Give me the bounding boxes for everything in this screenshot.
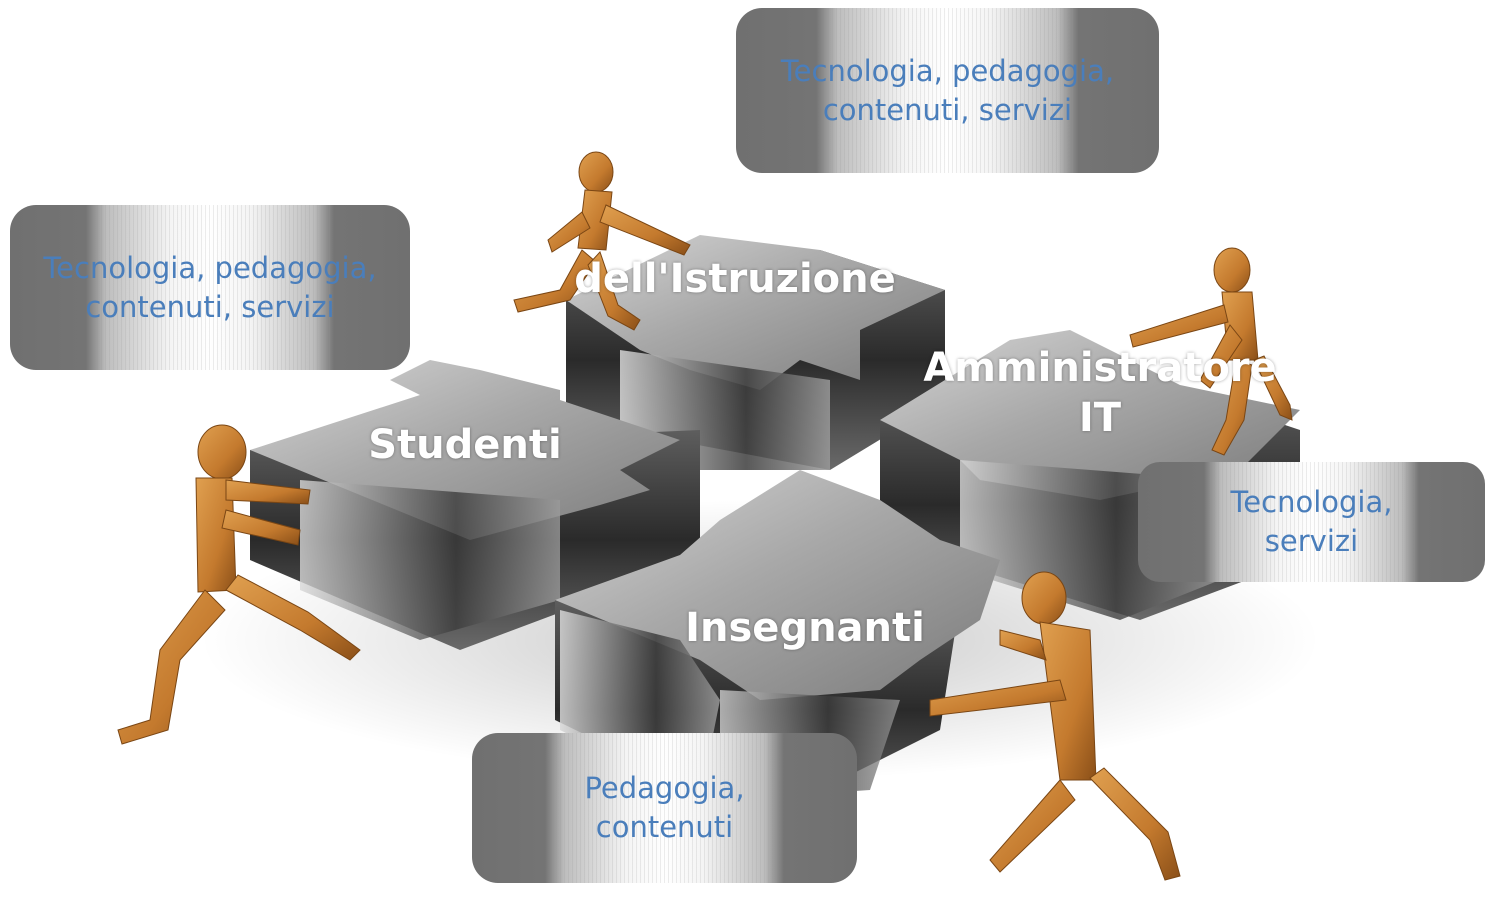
label-top-piece: dell'Istruzione: [574, 256, 896, 302]
callout-bottom-text: Pedagogia, contenuti: [584, 771, 745, 844]
callout-top: Tecnologia, pedagogia, contenuti, serviz…: [736, 8, 1159, 173]
mannequin-left: [117, 424, 361, 745]
label-right-piece: Amministratore IT: [923, 345, 1277, 441]
callout-right: Tecnologia, servizi: [1138, 462, 1485, 582]
label-bottom-piece: Insegnanti: [685, 605, 925, 651]
callout-left: Tecnologia, pedagogia, contenuti, serviz…: [10, 205, 410, 370]
callout-left-text: Tecnologia, pedagogia, contenuti, serviz…: [43, 250, 377, 324]
mannequin-bottom: [929, 571, 1181, 881]
callout-bottom: Pedagogia, contenuti: [472, 733, 857, 883]
callout-right-text: Tecnologia, servizi: [1230, 485, 1393, 558]
label-left-piece: Studenti: [368, 422, 562, 468]
callout-top-text: Tecnologia, pedagogia, contenuti, serviz…: [780, 53, 1115, 127]
mannequin-top: [513, 151, 691, 331]
puzzle-piece-top: [566, 235, 945, 470]
mannequin-right: [1129, 247, 1293, 456]
